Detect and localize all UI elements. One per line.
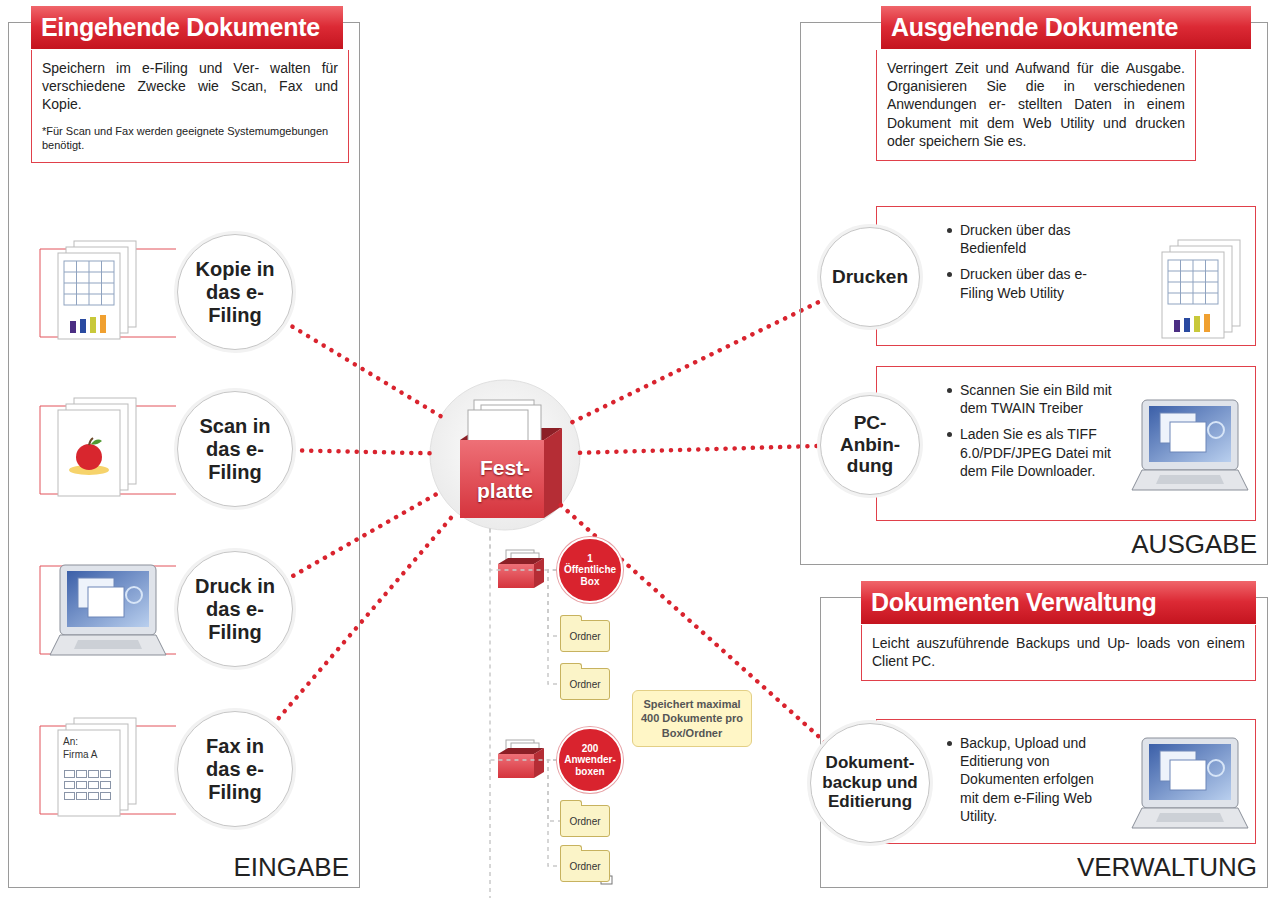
input-brackets — [40, 566, 176, 654]
footnote: *Für Scan und Fax werden geeignete Syste… — [42, 124, 338, 153]
dotted-connector — [285, 492, 439, 580]
section-heading: Eingehende Dokumente — [31, 6, 343, 49]
fax-document-icon — [64, 770, 112, 802]
spreadsheet-icon — [58, 241, 136, 339]
bullet-dot — [947, 272, 952, 277]
tree-line — [490, 528, 557, 570]
feature-box: Drucken über das BedienfeldDrucken über … — [876, 206, 1256, 346]
section-heading: Ausgehende Dokumente — [881, 6, 1251, 49]
bullet-text: Laden Sie es als TIFF 6.0/PDF/JPEG Datei… — [960, 425, 1115, 480]
section-panel: Eingehende DokumenteSpeichern im e-Filin… — [8, 22, 360, 888]
node-text: 200 Anwender- boxen — [561, 743, 619, 778]
function-circle: Druck in das e-Filing — [177, 551, 293, 667]
bullet-text: Drucken über das e-Filing Web Utility — [960, 265, 1115, 301]
laptop-icon — [1132, 400, 1248, 490]
note-box: Speichert maximal 400 Dokumente pro Box/… — [632, 690, 752, 747]
apple-document-icon — [76, 444, 102, 470]
folder-box: Ordner — [560, 620, 610, 652]
bullet-item: Drucken über das Bedienfeld — [947, 221, 1115, 257]
node-text: Fest- platte — [467, 456, 543, 502]
box-badge: 1 Öffentliche Box — [557, 537, 623, 603]
function-circle: Drucken — [820, 227, 920, 327]
node-text: Speichert maximal 400 Dokumente pro Box/… — [639, 697, 745, 740]
dotted-connector — [273, 512, 456, 725]
bullet-item: Drucken über das e-Filing Web Utility — [947, 265, 1115, 301]
node-text: Ordner — [569, 861, 600, 872]
hard-disk: Fest- platte — [430, 380, 580, 530]
function-circle: Scan in das e-Filing — [177, 391, 293, 507]
bullet-item: Scannen Sie ein Bild mit dem TWAIN Treib… — [947, 381, 1115, 417]
bullet-dot — [947, 388, 952, 393]
function-circle: Kopie in das e-Filing — [177, 234, 293, 350]
dotted-connector — [293, 450, 430, 453]
function-circle: Dokument- backup und Editierung — [810, 723, 930, 843]
node-text: Dokument- backup und Editierung — [820, 753, 920, 812]
bullet-text: Scannen Sie ein Bild mit dem TWAIN Treib… — [960, 381, 1115, 417]
section-panel: Ausgehende DokumenteVerringert Zeit und … — [800, 22, 1268, 565]
function-circle: PC- Anbin- dung — [820, 395, 920, 495]
node-text: 1 Öffentliche Box — [561, 553, 619, 588]
tree-line — [548, 760, 560, 866]
section-label: AUSGABE — [1131, 529, 1257, 560]
node-text: Kopie in das e-Filing — [189, 258, 281, 327]
folder-box: Ordner — [560, 668, 610, 700]
node-text: PC- Anbin- dung — [837, 412, 903, 478]
section-label: EINGABE — [233, 852, 349, 883]
bullet-text: Drucken über das Bedienfeld — [960, 221, 1115, 257]
tree-line — [490, 528, 557, 760]
feature-box: Scannen Sie ein Bild mit dem TWAIN Treib… — [876, 366, 1256, 521]
section-card: Leicht auszuführende Backups und Up- loa… — [861, 625, 1256, 681]
fax-document-icon — [58, 718, 136, 816]
tree-line — [548, 570, 560, 684]
bullet-dot — [947, 432, 952, 437]
hard-disk-illustration — [430, 380, 580, 530]
fax-document-icon — [58, 718, 136, 816]
bullet-text: Backup, Upload und Editierung von Dokume… — [960, 734, 1115, 825]
hard-disk-illustration — [430, 380, 580, 530]
dotted-connector — [572, 299, 825, 422]
function-circle: Fax in das e-Filing — [177, 711, 293, 827]
node-text: Ordner — [569, 679, 600, 690]
tree-trunk — [489, 760, 491, 898]
section-heading: Dokumenten Verwaltung — [861, 581, 1256, 624]
fax-address-text: Firma A — [63, 749, 97, 760]
node-text: Ordner — [569, 816, 600, 827]
box-icon — [498, 550, 544, 588]
apple-document-icon — [58, 398, 136, 496]
spreadsheet-icon — [1162, 240, 1240, 338]
bullet-dot — [947, 228, 952, 233]
apple-document-icon — [58, 398, 136, 496]
node-text: Fax in das e-Filing — [189, 735, 281, 804]
section-text: Speichern im e-Filing und Ver- walten fü… — [42, 59, 338, 114]
section-card: Speichern im e-Filing und Ver- walten fü… — [31, 50, 349, 163]
laptop-icon — [1132, 738, 1248, 828]
section-panel: Dokumenten VerwaltungLeicht auszuführend… — [820, 597, 1268, 888]
folder-box: Ordner — [560, 805, 610, 837]
dotted-connector — [285, 322, 441, 416]
folder-box: Ordner — [560, 850, 610, 882]
section-text: Leicht auszuführende Backups und Up- loa… — [872, 634, 1245, 670]
bullet-item: Laden Sie es als TIFF 6.0/PDF/JPEG Datei… — [947, 425, 1115, 480]
fax-address-text: An: — [63, 736, 78, 747]
feature-box: Backup, Upload und Editierung von Dokume… — [876, 719, 1256, 844]
bullet-dot — [947, 741, 952, 746]
section-label: VERWALTUNG — [1077, 852, 1257, 883]
apple-document-icon — [91, 440, 102, 445]
hard-disk-illustration — [460, 440, 544, 518]
node-text: Ordner — [569, 631, 600, 642]
laptop-icon — [50, 565, 166, 655]
box-badge: 200 Anwender- boxen — [557, 727, 623, 793]
section-text: Verringert Zeit und Aufwand für die Ausg… — [887, 59, 1185, 150]
node-text: Drucken — [832, 266, 908, 288]
node-text: Scan in das e-Filing — [189, 415, 281, 484]
node-text: Druck in das e-Filing — [189, 575, 281, 644]
dotted-connector — [580, 446, 820, 453]
box-icon — [498, 740, 544, 778]
bullet-item: Backup, Upload und Editierung von Dokume… — [947, 734, 1115, 825]
section-card: Verringert Zeit und Aufwand für die Ausg… — [876, 50, 1196, 161]
